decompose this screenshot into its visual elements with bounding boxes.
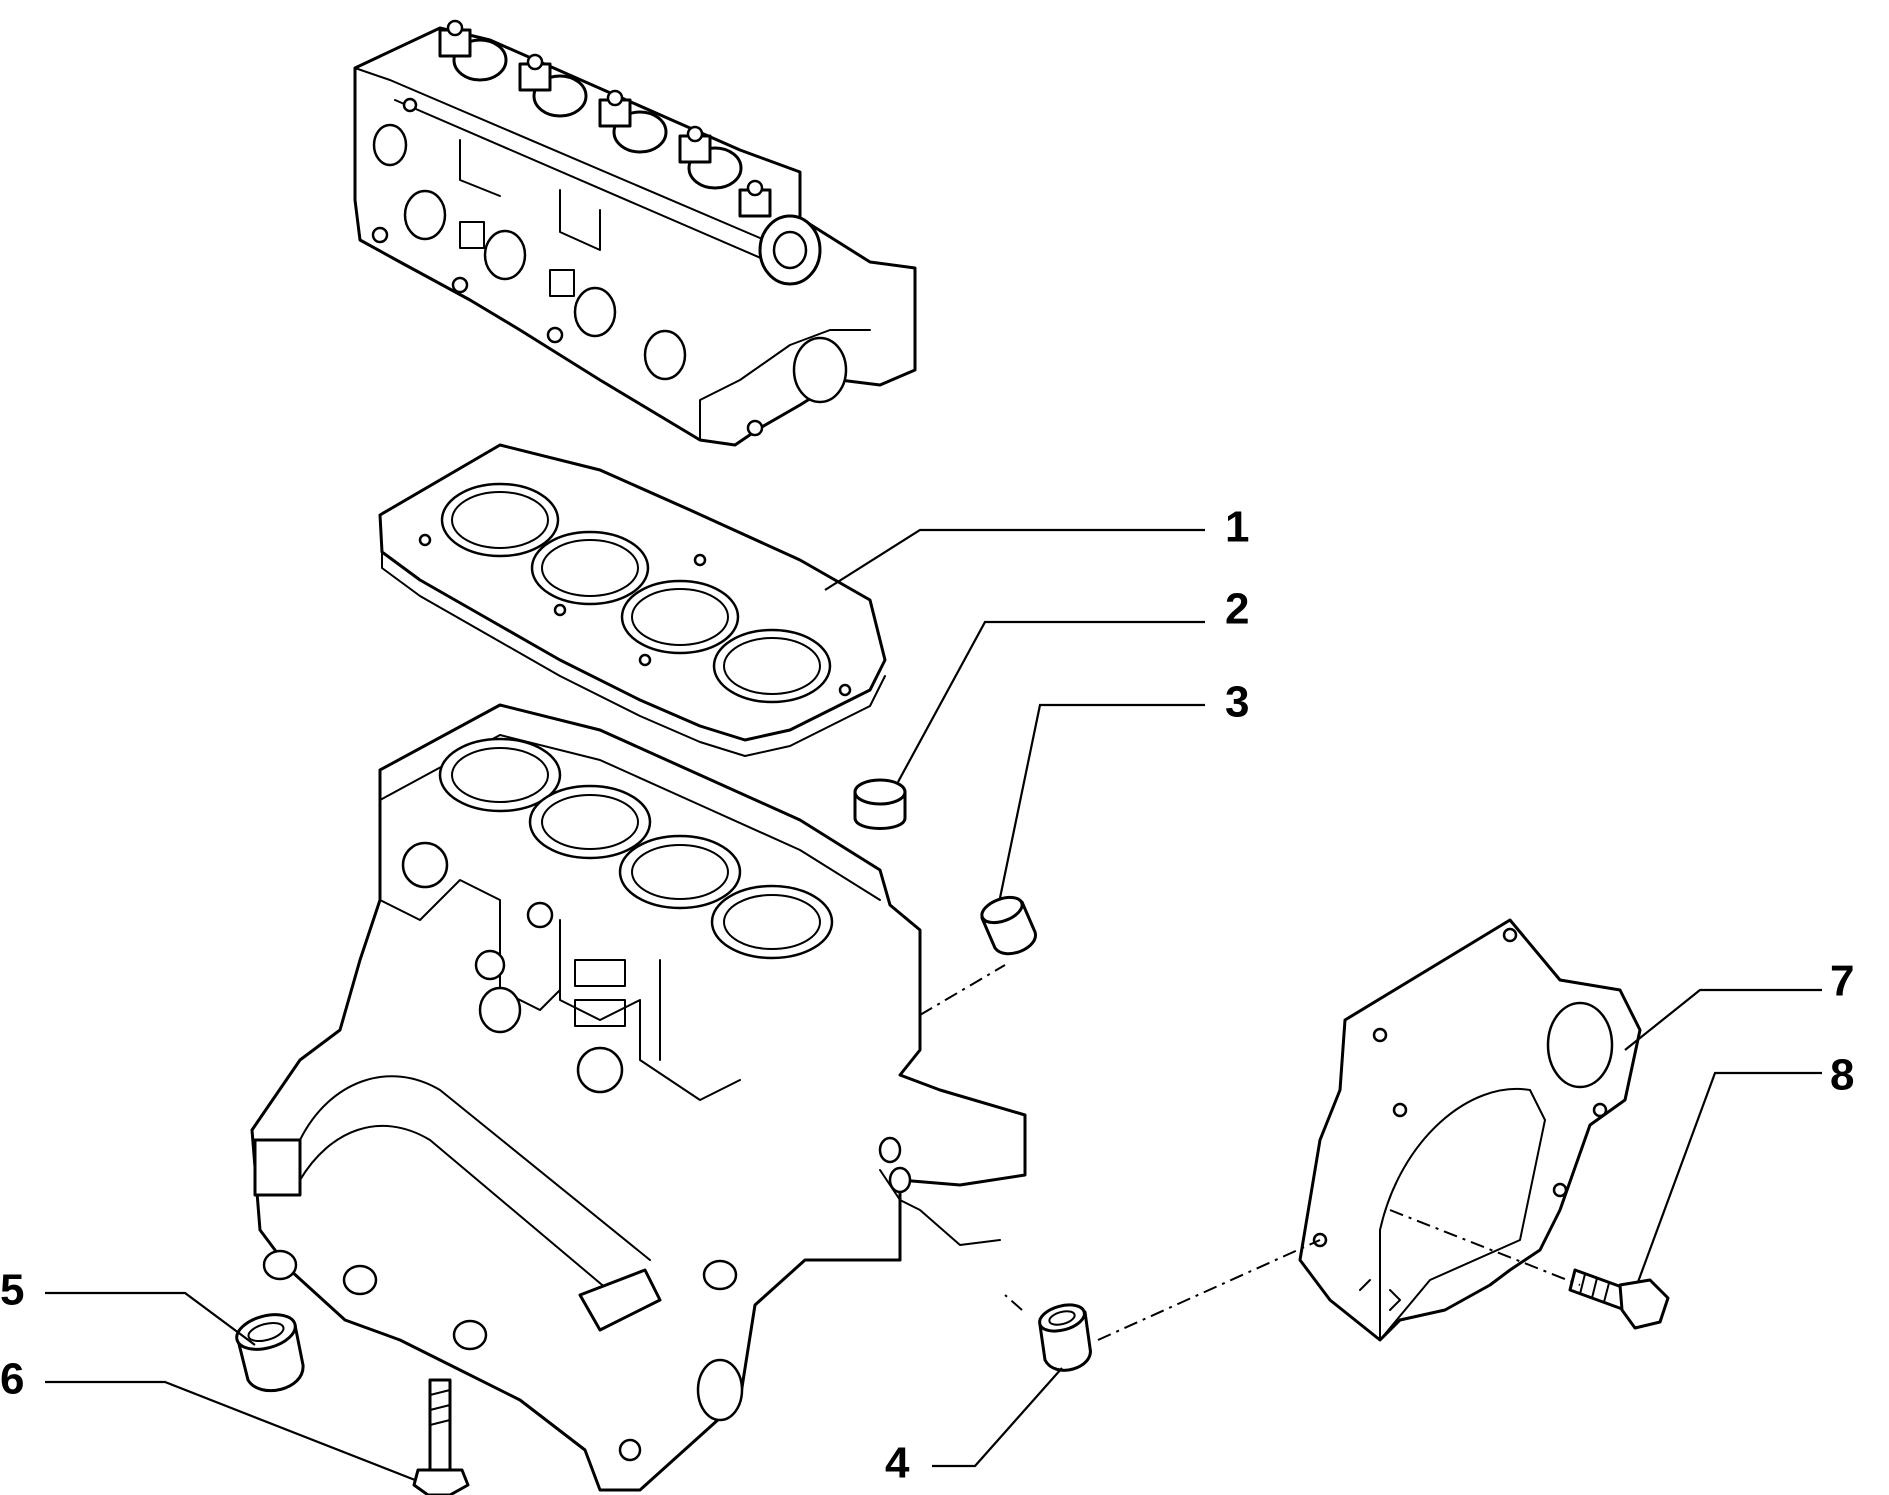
callout-8: 8 xyxy=(1830,1051,1854,1100)
plate-part-7 xyxy=(1298,918,1642,1342)
callout-5: 5 xyxy=(0,1266,24,1315)
callout-labels: 1 2 3 4 5 6 7 8 xyxy=(0,503,1854,1488)
callout-4: 4 xyxy=(885,1439,910,1488)
cylinder-head-ports xyxy=(371,97,848,437)
dowel-bush-part-2 xyxy=(853,778,907,830)
cylinder-head xyxy=(353,19,917,447)
ring-part-5 xyxy=(235,1313,305,1393)
callout-3: 3 xyxy=(1225,678,1249,727)
callout-6: 6 xyxy=(0,1355,24,1404)
camshaft xyxy=(452,38,822,286)
callout-1: 1 xyxy=(1225,503,1249,552)
sleeve-part-4 xyxy=(1038,1303,1092,1372)
head-gasket xyxy=(378,443,887,757)
callout-7: 7 xyxy=(1830,957,1854,1006)
leader-lines xyxy=(45,528,1822,1482)
assembly-lines xyxy=(919,964,1581,1341)
engine-block xyxy=(250,703,1027,1492)
bolt-part-6 xyxy=(412,1378,470,1495)
callout-2: 2 xyxy=(1225,585,1249,634)
plug-part-3 xyxy=(980,895,1037,956)
bearing-caps xyxy=(438,19,772,218)
bolt-part-8 xyxy=(1568,1268,1670,1330)
